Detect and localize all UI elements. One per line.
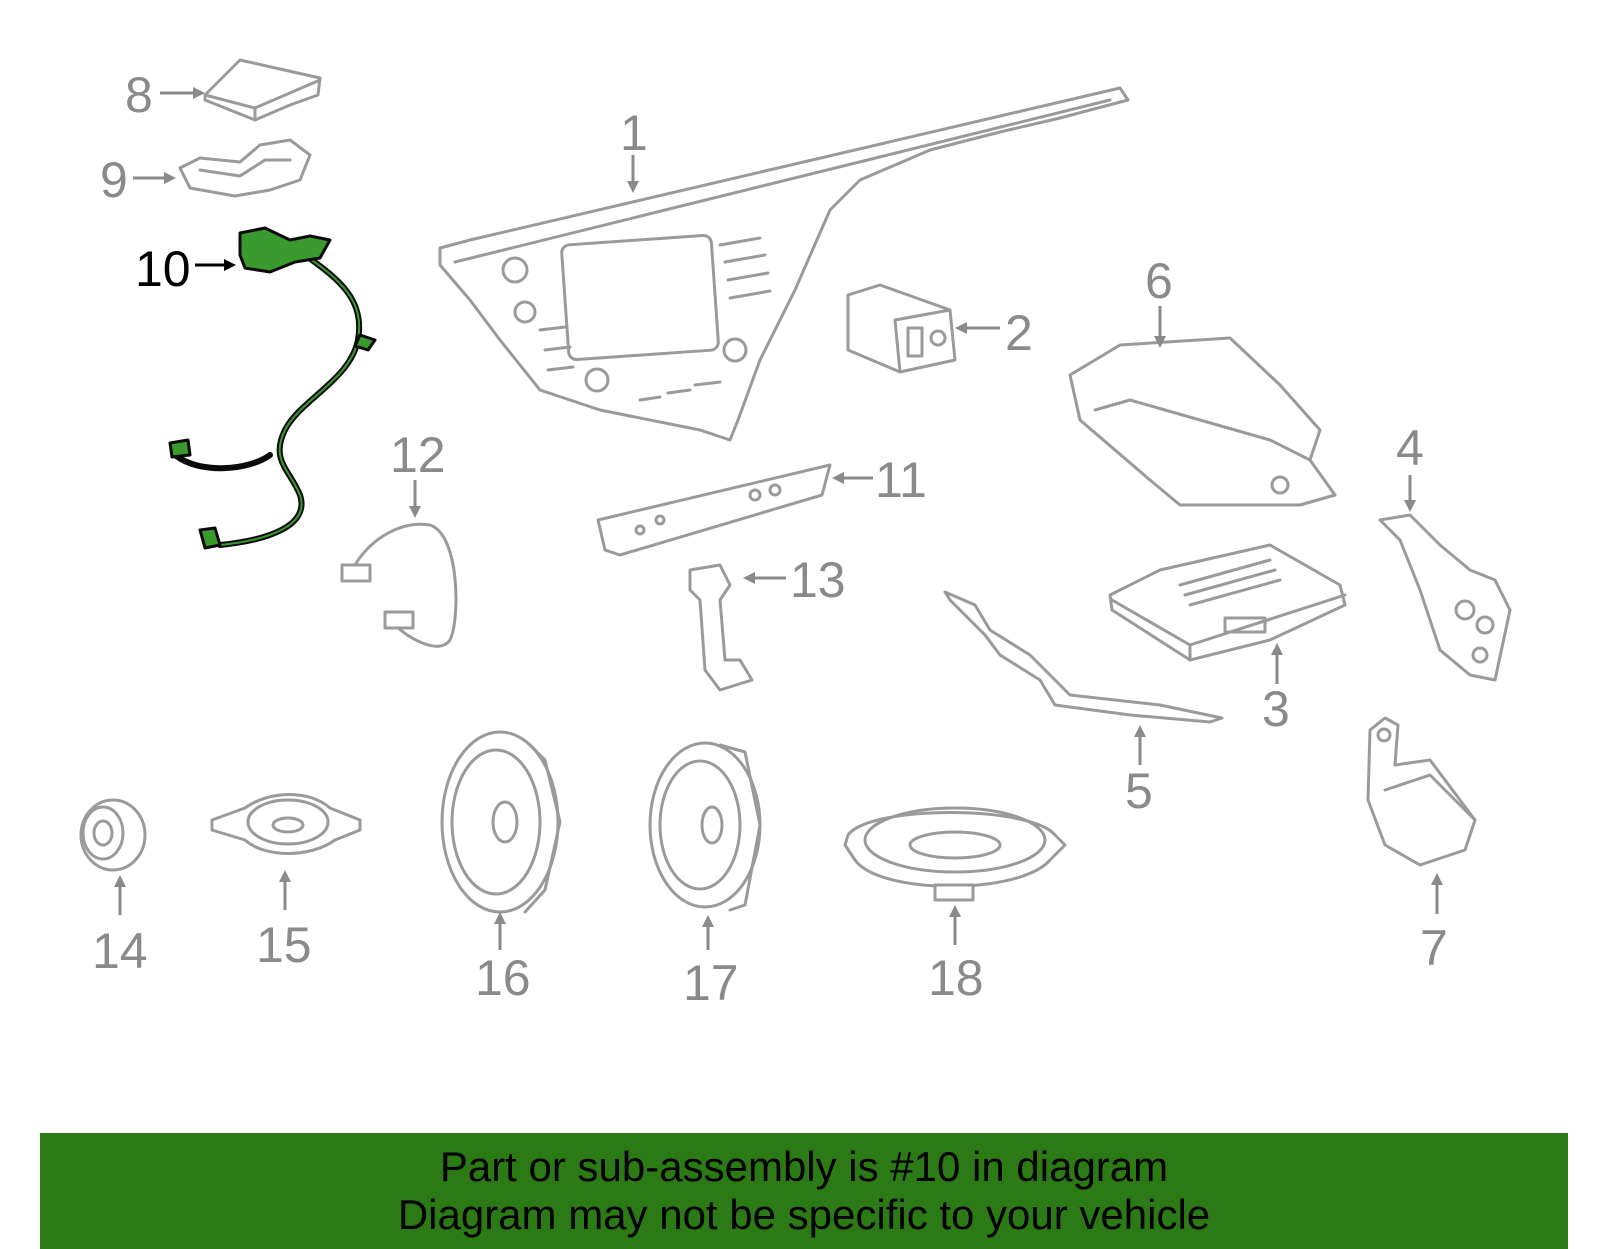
callout-4: 4 [1396,420,1424,476]
callout-14: 14 [92,923,148,979]
arrowhead-10 [224,259,236,271]
arrowhead-3 [1271,643,1283,655]
part-2-switch [846,283,957,374]
arrowhead-8 [193,87,205,99]
banner-line-1: Part or sub-assembly is #10 in diagram [439,1143,1169,1190]
callout-3: 3 [1262,681,1290,737]
part-9-bracket [178,138,312,198]
callout-1: 1 [620,105,648,161]
arrowhead-18 [949,905,961,917]
callout-18: 18 [928,950,984,1006]
callout-13: 13 [790,552,846,608]
callout-8: 8 [125,67,153,123]
arrowhead-14 [114,875,126,887]
part-14-tweeter [79,798,147,872]
arrowhead-5 [1134,725,1146,737]
part-15-speaker [210,793,362,855]
arrowhead-4 [1404,500,1416,512]
arrowhead-12 [409,506,421,518]
part-17-speaker [648,741,762,912]
arrowhead-17 [702,915,714,927]
callout-6: 6 [1145,253,1173,309]
part-12-cable [340,522,458,648]
part-11-bracket [596,463,832,557]
callout-16: 16 [475,950,531,1006]
callout-5: 5 [1125,763,1153,819]
callout-17: 17 [683,955,739,1011]
arrowhead-16 [494,912,506,924]
callout-9: 9 [100,152,128,208]
part-10-wire-harness [168,226,377,550]
callout-7: 7 [1420,920,1448,976]
arrowhead-6 [1154,336,1166,348]
callout-11: 11 [875,452,927,508]
part-18-speaker [843,806,1067,902]
part-1-instrument-panel [438,86,1130,442]
arrowhead-9 [164,172,176,184]
callout-15: 15 [256,917,312,973]
arrowhead-7 [1431,873,1443,885]
part-6-cover [1068,336,1337,507]
callout-10: 10 [135,241,191,297]
arrowhead-2 [955,322,967,334]
info-banner: Part or sub-assembly is #10 in diagram D… [40,1133,1568,1249]
banner-line-2: Diagram may not be specific to your vehi… [397,1191,1211,1238]
arrowhead-13 [743,572,755,584]
part-4-bracket [1378,513,1512,682]
part-13-strut [688,563,754,692]
callout-12: 12 [390,427,446,483]
part-5-bracket [943,590,1224,724]
part-3-amplifier [1108,543,1347,662]
arrowhead-1 [627,181,639,193]
arrowhead-11 [832,472,844,484]
part-7-module [1366,716,1477,867]
callout-2: 2 [1005,305,1033,361]
part-8-module [203,58,322,122]
arrowhead-15 [279,870,291,882]
part-16-speaker [440,730,562,914]
